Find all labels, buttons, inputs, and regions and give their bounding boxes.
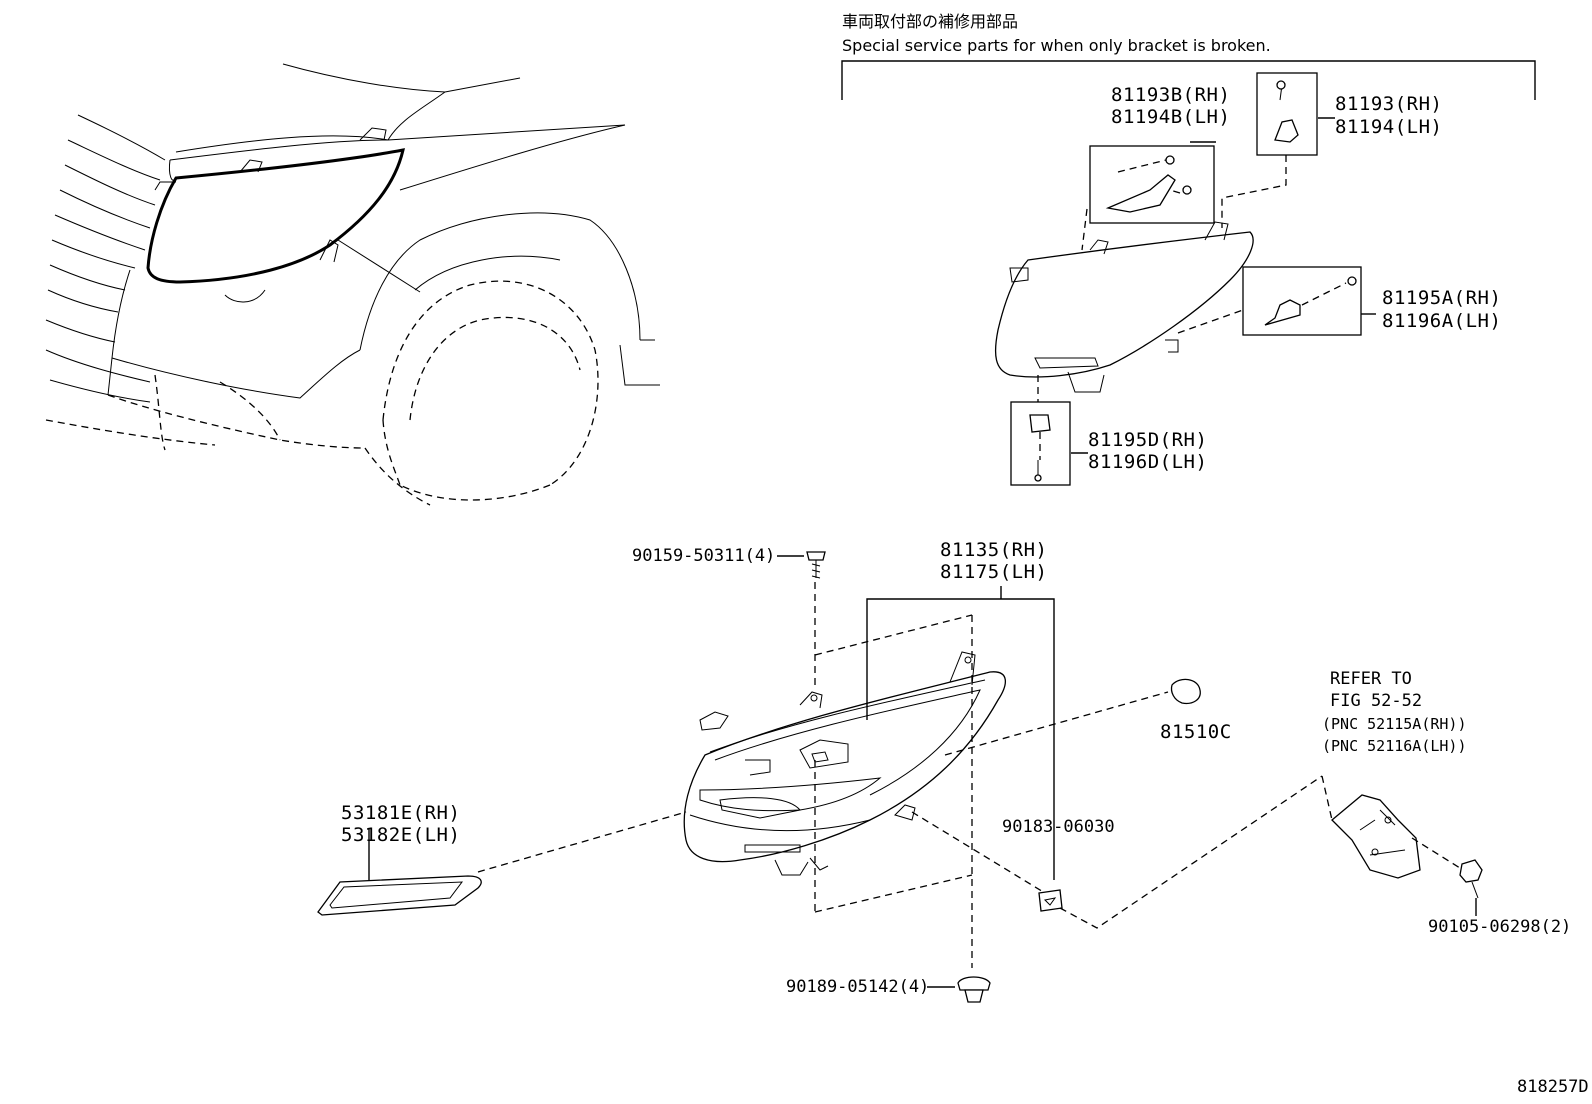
svg-text:81194B(LH): 81194B(LH) [1111,106,1230,128]
refer-note: REFER TO FIG 52-52 (PNC 52115A(RH)) (PNC… [1322,669,1467,755]
svg-text:81193(RH): 81193(RH) [1335,93,1442,115]
callout-81195A: 81195A(RH) 81196A(LH) [1382,287,1501,332]
svg-text:81193B(RH): 81193B(RH) [1111,84,1230,106]
special-parts-bracket [841,60,1536,100]
figure-id: 818257D [1517,1077,1589,1097]
assembly-bracket-81135 [866,598,1055,880]
svg-text:81175(LH): 81175(LH) [940,561,1047,583]
part-box-81195D [1010,401,1071,486]
svg-text:81195D(RH): 81195D(RH) [1088,429,1207,451]
callout-90105: 90105-06298(2) [1428,917,1571,937]
svg-text:81135(RH): 81135(RH) [940,539,1047,561]
svg-text:53182E(LH): 53182E(LH) [341,824,460,846]
clip-90183-icon [1038,889,1063,912]
clip-90189-icon [957,976,991,1003]
callout-81135: 81135(RH) 81175(LH) [940,539,1047,583]
vehicle-front-view [45,63,660,506]
bracket-81195D-icon [1029,414,1051,482]
svg-text:81194(LH): 81194(LH) [1335,116,1442,138]
callout-81193: 81193(RH) 81194(LH) [1335,93,1442,138]
callout-90183: 90183-06030 [1002,817,1115,837]
callout-81193B: 81193B(RH) 81194B(LH) [1111,84,1230,128]
english-note: Special service parts for when only brac… [842,36,1271,55]
callout-81510C: 81510C [1160,721,1232,743]
headlamp-assembly-main [683,651,1006,876]
bolt-90105-icon [1459,859,1483,899]
callout-81195D: 81195D(RH) 81196D(LH) [1088,429,1207,473]
japanese-note: 車両取付部の補修用部品 [842,12,1018,31]
bracket-52115A-icon [1331,794,1421,879]
callout-90159: 90159-50311(4) [632,546,775,566]
side-reflector-53181E-icon [317,875,482,916]
headlamp-small-view [994,221,1254,393]
bulb-81510C-icon [1170,678,1201,705]
callout-90189: 90189-05142(4) [786,977,929,997]
svg-text:81195A(RH): 81195A(RH) [1382,287,1501,309]
svg-text:(PNC 52115A(RH)): (PNC 52115A(RH)) [1322,715,1467,733]
part-box-81193B [1089,145,1215,224]
svg-text:53181E(RH): 53181E(RH) [341,802,460,824]
svg-text:FIG 52-52: FIG 52-52 [1330,691,1422,711]
callout-53181E: 53181E(RH) 53182E(LH) [341,802,460,846]
svg-text:81196D(LH): 81196D(LH) [1088,451,1207,473]
screw-90159-icon [806,551,826,579]
svg-text:81196A(LH): 81196A(LH) [1382,310,1501,332]
bracket-81193B-icon [1105,155,1192,213]
svg-text:REFER TO: REFER TO [1330,669,1412,689]
bracket-81195A-icon [1264,276,1357,326]
bracket-81193-icon [1274,80,1299,143]
part-box-81195A [1242,266,1362,336]
svg-text:(PNC 52116A(LH)): (PNC 52116A(LH)) [1322,737,1467,755]
part-box-81193 [1256,72,1318,156]
